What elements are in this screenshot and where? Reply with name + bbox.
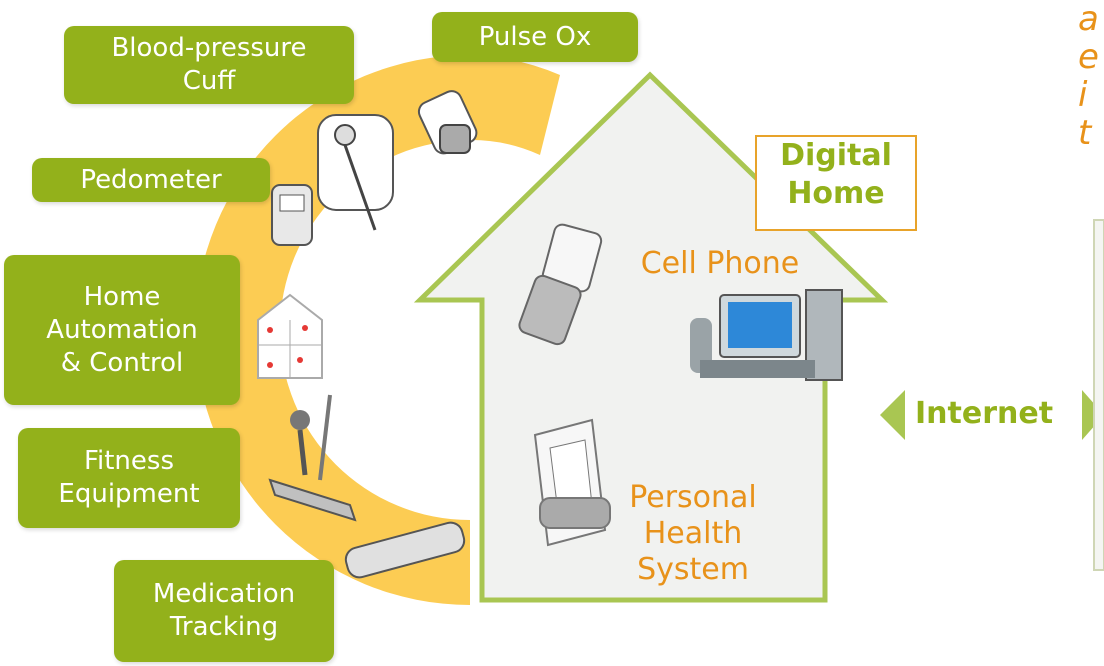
cutoff-text: a e i t <box>1078 0 1099 153</box>
pulse-ox-icon <box>417 90 478 155</box>
home-automation-label: Home Automation & Control <box>4 255 240 405</box>
blood-pressure-cuff-label: Blood-pressure Cuff <box>64 26 354 104</box>
pill-organizer-icon <box>344 521 466 579</box>
pedometer-icon <box>271 184 313 246</box>
cutoff-panel <box>1093 219 1104 571</box>
pulse-ox-label: Pulse Ox <box>432 12 638 62</box>
digital-home-label: Digital Home <box>755 135 917 231</box>
personal-health-system-icon <box>533 418 611 547</box>
cell-phone-label: Cell Phone <box>640 246 800 281</box>
fitness-equipment-label: Fitness Equipment <box>18 428 240 528</box>
personal-health-system-label: Personal Health System <box>629 480 757 587</box>
desktop-computer-icon <box>690 289 843 381</box>
blood-pressure-cuff-icon <box>317 114 394 231</box>
internet-label: Internet <box>915 396 1054 431</box>
home-automation-icon <box>257 293 323 379</box>
treadmill-icon <box>268 394 357 522</box>
cell-phone-icon <box>518 223 603 346</box>
medication-tracking-label: Medication Tracking <box>114 560 334 662</box>
pedometer-label: Pedometer <box>32 158 270 202</box>
